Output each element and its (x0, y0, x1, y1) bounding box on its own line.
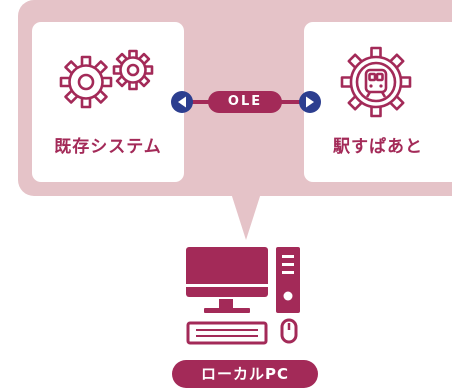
local-pc-label: ローカルPC (172, 360, 318, 388)
train-gear-icon (340, 46, 412, 118)
existing-system-label: 既存システム (54, 137, 162, 157)
ole-label: OLE (208, 91, 282, 113)
gears-icon (59, 49, 154, 109)
station-label: 駅すぱあと (333, 137, 423, 157)
desktop-pc-icon (186, 247, 300, 345)
arrow-left-icon (171, 91, 193, 113)
arrow-right-icon (299, 91, 321, 113)
